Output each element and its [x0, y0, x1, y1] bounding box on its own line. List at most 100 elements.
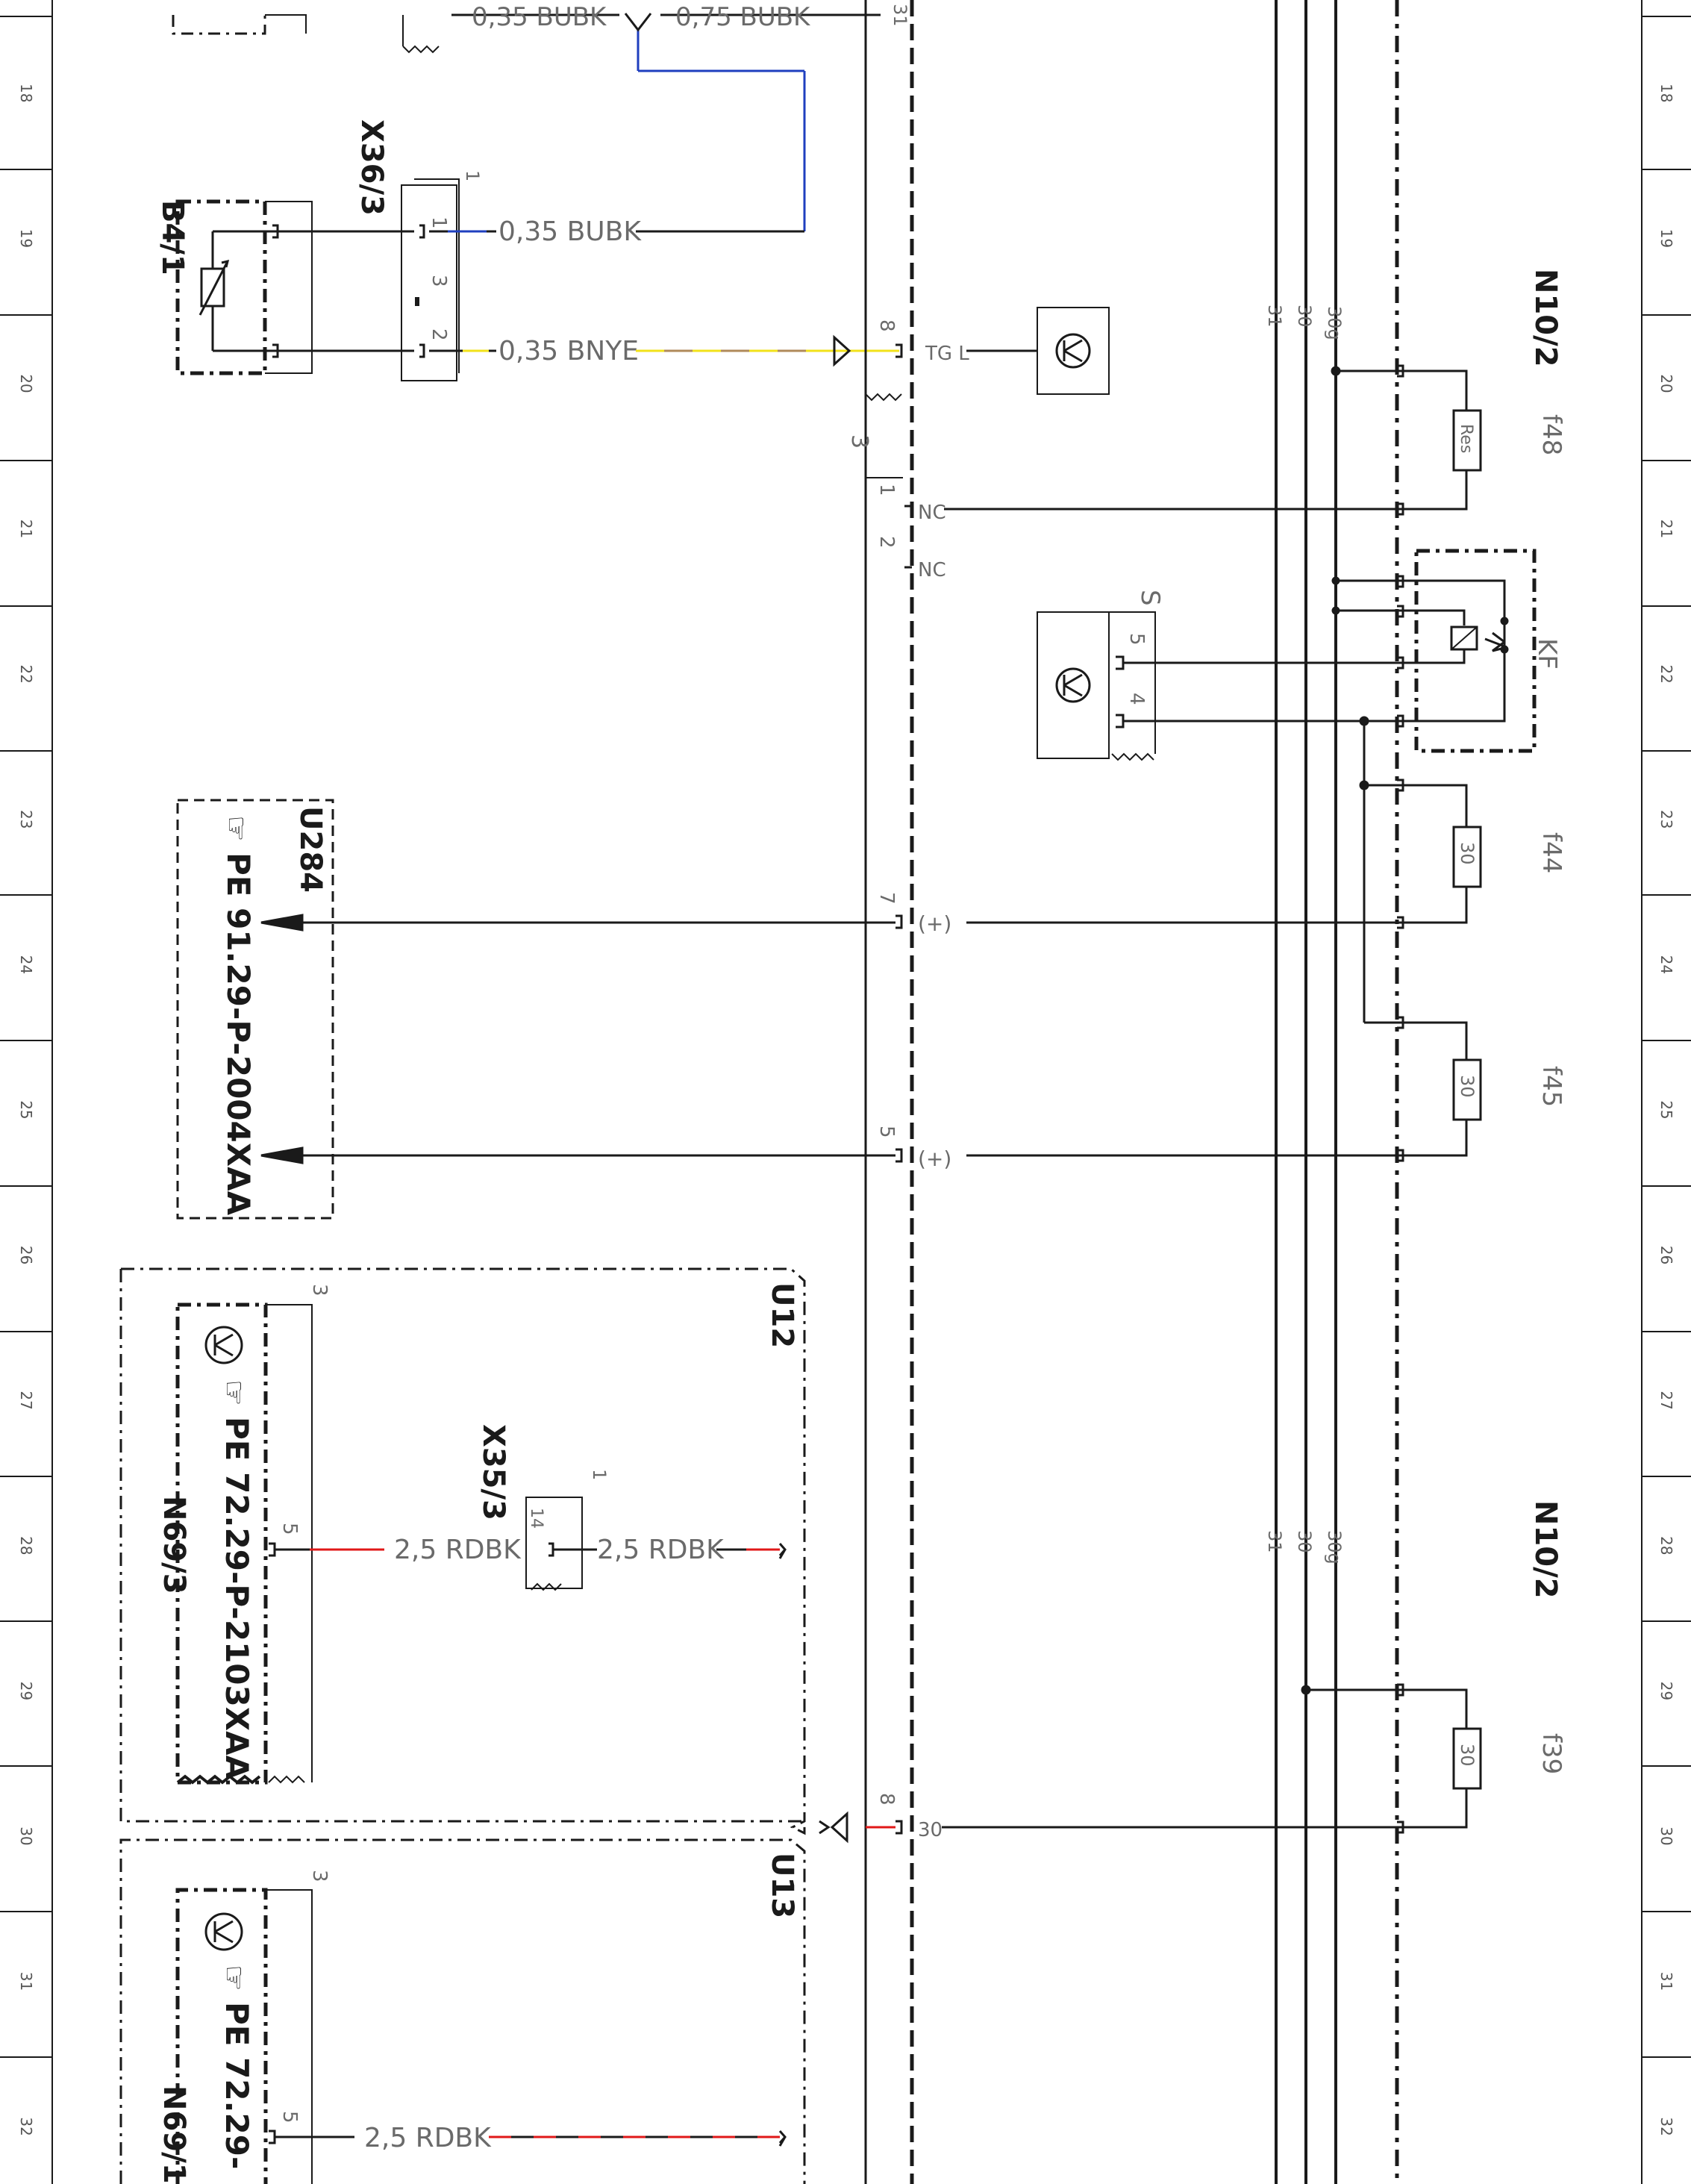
fuse-f44-rating: 30: [1457, 842, 1478, 865]
right-ruler: [1641, 0, 1691, 2184]
bus-bottom-30g: 30g: [1324, 1530, 1345, 1564]
ruler-number: 29: [17, 1682, 35, 1700]
x36-3-label: X36/3: [354, 119, 389, 216]
x35-3-pin-14: 14: [527, 1508, 546, 1529]
central-pin-2: 2: [875, 536, 898, 549]
n69-1-pin-5: 5: [278, 2111, 301, 2124]
rdbk-wires-u12: [275, 1543, 787, 1559]
u284-feed-wires: [260, 914, 1399, 1164]
wire-label-top-1: 0,35 BUBK: [472, 2, 607, 32]
kf-relay: [1331, 549, 1537, 753]
u284-box: [176, 799, 334, 1220]
wire-label-rdbk-b: 2,5 RDBK: [597, 1535, 725, 1565]
central-nc-2: NC: [918, 559, 946, 581]
ruler-number: 21: [1657, 520, 1675, 538]
x36-3-pin-3: 3: [428, 275, 450, 287]
ruler-number: 32: [1657, 2117, 1675, 2135]
n69-1-label: N69/1: [157, 2085, 191, 2184]
central-pin-markers: [895, 343, 912, 1835]
s-label: S: [1135, 590, 1165, 606]
u284-label: U284: [293, 806, 328, 893]
fuse-f48-id: f48: [1537, 414, 1566, 455]
fuse-f44-f45: [1359, 716, 1482, 1157]
left-ruler: [0, 0, 53, 2184]
ruler-number: 31: [1657, 1972, 1675, 1991]
central-plus-7: (+): [918, 911, 951, 936]
wire-label-bnye: 0,35 BNYE: [498, 336, 639, 366]
central-pin-8-bottom: 8: [875, 1793, 898, 1806]
u13-label: U13: [765, 1853, 799, 1918]
n69-1-hand-icon: ☞: [216, 1965, 251, 1991]
fuse-f39: [1301, 1685, 1482, 1829]
ruler-number: 28: [1657, 1536, 1675, 1555]
central-pin-1: 1: [875, 484, 898, 496]
top-partial-components: [172, 14, 440, 54]
central-nc-1: NC: [918, 502, 946, 524]
u284-hand-icon: ☞: [219, 815, 253, 842]
ruler-number: 22: [1657, 664, 1675, 683]
fuse-f45-rating: 30: [1457, 1075, 1478, 1098]
wire-label-rdbk-c: 2,5 RDBK: [364, 2123, 492, 2153]
n69-3-hand-icon: ☞: [216, 1379, 251, 1406]
ruler-number: 23: [1657, 810, 1675, 829]
u12-box: [119, 1267, 806, 1835]
rdbk-wires-u13: [275, 2130, 787, 2147]
n69-3-pin-3: 3: [308, 1284, 331, 1297]
fuse-f48-rating: Res: [1457, 424, 1475, 453]
n69-1-pin-3: 3: [308, 1870, 331, 1882]
central-group-3: 3: [846, 434, 872, 449]
ruler-number: 24: [17, 955, 35, 974]
ruler-number: 26: [17, 1246, 35, 1264]
x36-3-pin-2: 2: [428, 328, 450, 341]
pin-markers-x36: [272, 224, 425, 358]
ruler-number: 26: [1657, 1246, 1675, 1264]
bus-bottom-30: 30: [1294, 1530, 1315, 1553]
ruler-number: 31: [17, 1972, 35, 1991]
ruler-number: 21: [17, 520, 35, 538]
ruler-number: 30: [1657, 1826, 1675, 1845]
bus-top-30: 30: [1294, 305, 1315, 328]
bus-top-31: 31: [1264, 305, 1285, 328]
s-pin-4: 4: [1125, 693, 1148, 705]
b4-1-label: B4/1: [155, 200, 190, 275]
s-pin-5: 5: [1125, 633, 1148, 646]
u284-ref: PE 91.29-P-2004XAA: [220, 852, 257, 1216]
central-connector: [864, 0, 914, 2184]
fuse-f48: [1331, 366, 1482, 511]
ruler-number: 28: [17, 1536, 35, 1555]
ruler-number: 23: [17, 810, 35, 829]
x36-3-pin-1: 1: [428, 216, 450, 229]
ruler-number: 32: [17, 2117, 35, 2135]
tgl-component: [966, 307, 1110, 395]
kf-label: KF: [1532, 638, 1562, 670]
ruler-number: 27: [17, 1391, 35, 1409]
central-pin-8-top: 8: [875, 319, 898, 332]
wire-label-top-2: 0,75 BUBK: [675, 2, 811, 32]
bnye-wire: [636, 334, 899, 367]
ruler-number: 18: [1657, 84, 1675, 102]
x36-3-connector: [401, 178, 460, 381]
n10-2-bottom-label: N10/2: [1528, 1500, 1563, 1599]
fuse-f45-id: f45: [1537, 1066, 1566, 1107]
central-pin-31-top: 31: [890, 4, 910, 27]
u12-label: U12: [765, 1282, 799, 1348]
ruler-number: 19: [1657, 229, 1675, 248]
n69-3-component: [175, 1302, 313, 1785]
central-pin-5: 5: [875, 1126, 898, 1138]
ruler-number: 27: [1657, 1391, 1675, 1409]
u13-box: [119, 1838, 806, 2184]
ruler-number: 18: [17, 84, 35, 102]
ruler-number: 25: [1657, 1100, 1675, 1119]
central-tgl: TG L: [925, 343, 969, 365]
bus-top-30g: 30g: [1324, 306, 1345, 340]
n69-3-pin-5: 5: [278, 1523, 301, 1535]
ruler-number: 24: [1657, 955, 1675, 974]
fuse-f39-id: f39: [1537, 1733, 1566, 1774]
wire-label-bubk: 0,35 BUBK: [498, 216, 642, 247]
x36-3-pin-top: 1: [462, 170, 483, 181]
ruler-number: 30: [17, 1826, 35, 1845]
ruler-number: 19: [17, 229, 35, 248]
ruler-number: 22: [17, 664, 35, 683]
